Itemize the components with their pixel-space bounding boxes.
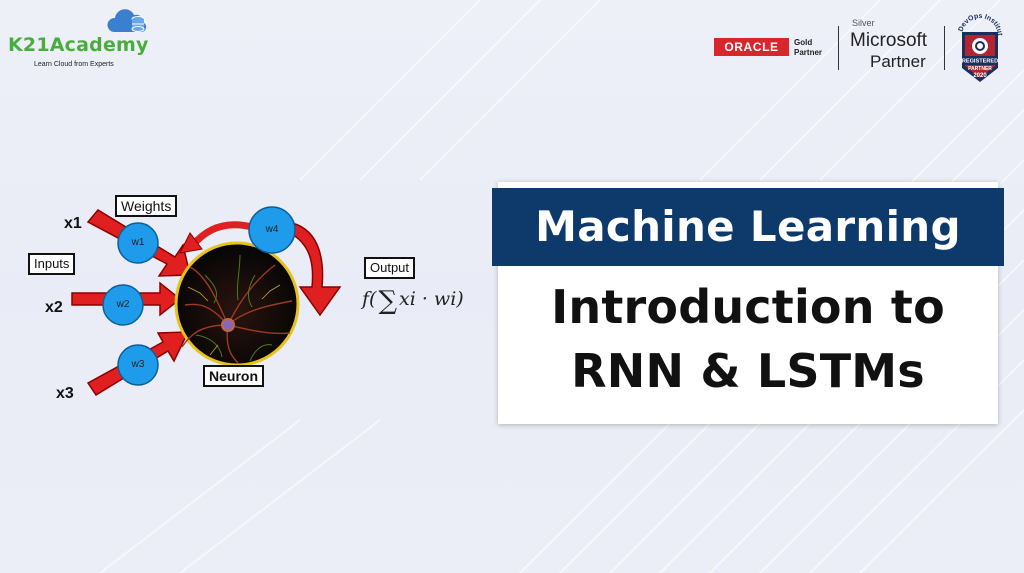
weights-label: Weights: [115, 195, 178, 217]
microsoft-role: Partner: [870, 52, 926, 71]
partner-logos: ORACLE Gold Partner Silver Microsoft Par…: [714, 10, 1014, 90]
title-banner: Machine Learning: [492, 188, 1004, 266]
devops-institute-badge: DevOps Institute REGISTERED PARTNER 2020: [952, 10, 1003, 82]
weight-label-w3: w3: [131, 359, 145, 370]
oracle-logo: ORACLE: [714, 38, 789, 56]
formula-prefix: f(: [362, 288, 377, 310]
oracle-tier-line2: Partner: [794, 48, 823, 57]
brand-logo[interactable]: K21Academy Learn Cloud from Experts: [8, 8, 148, 68]
divider: [838, 26, 839, 70]
badge-line2: PARTNER: [968, 66, 992, 72]
weight-label-w4: w4: [265, 224, 279, 235]
arrow-w4-feedback-head: [179, 232, 203, 254]
weight-nodes: [102, 206, 296, 386]
output-formula: f(∑xi · wi): [362, 286, 464, 316]
neuron-diagram: w1 w2 w3 w4 x1 x2 x3 Weights Inputs Outp…: [0, 175, 500, 415]
neuron-diagram-graphics: [71, 206, 342, 397]
output-label: Output: [364, 257, 416, 279]
input-label-x1: x1: [64, 215, 82, 232]
inputs-label: Inputs: [28, 253, 76, 275]
weight-label-w2: w2: [116, 299, 130, 310]
input-label-x3: x3: [56, 385, 74, 402]
node-w1: [117, 222, 159, 264]
input-label-x2: x2: [45, 299, 63, 316]
oracle-tier-line1: Gold: [794, 38, 813, 47]
microsoft-tier: Silver: [852, 18, 875, 28]
neuron-cell: [174, 241, 300, 367]
node-w4: [248, 206, 296, 254]
cloud-database-icon: [107, 9, 147, 32]
weight-label-w1: w1: [131, 237, 145, 248]
subtitle-line1: Introduction to: [551, 280, 945, 334]
subtitle-line2: RNN & LSTMs: [571, 344, 925, 398]
node-w2: [102, 284, 144, 326]
arrow-output: [289, 222, 342, 317]
neuron-label: Neuron: [203, 365, 264, 387]
oracle-tier: Gold Partner: [794, 38, 834, 58]
badge-year: 2020: [973, 73, 987, 79]
badge-line1: REGISTERED: [962, 59, 998, 65]
arrow-w4-feedback: [190, 221, 253, 248]
summation-symbol: ∑: [378, 286, 398, 316]
brand-tagline: Learn Cloud from Experts: [34, 61, 114, 68]
node-w3: [117, 344, 159, 386]
brand-name: K21Academy: [8, 34, 149, 56]
formula-body: xi · wi): [399, 288, 464, 310]
divider: [944, 26, 945, 70]
title-card: Machine Learning Introduction to RNN & L…: [492, 182, 1004, 424]
microsoft-name: Microsoft: [850, 30, 928, 51]
